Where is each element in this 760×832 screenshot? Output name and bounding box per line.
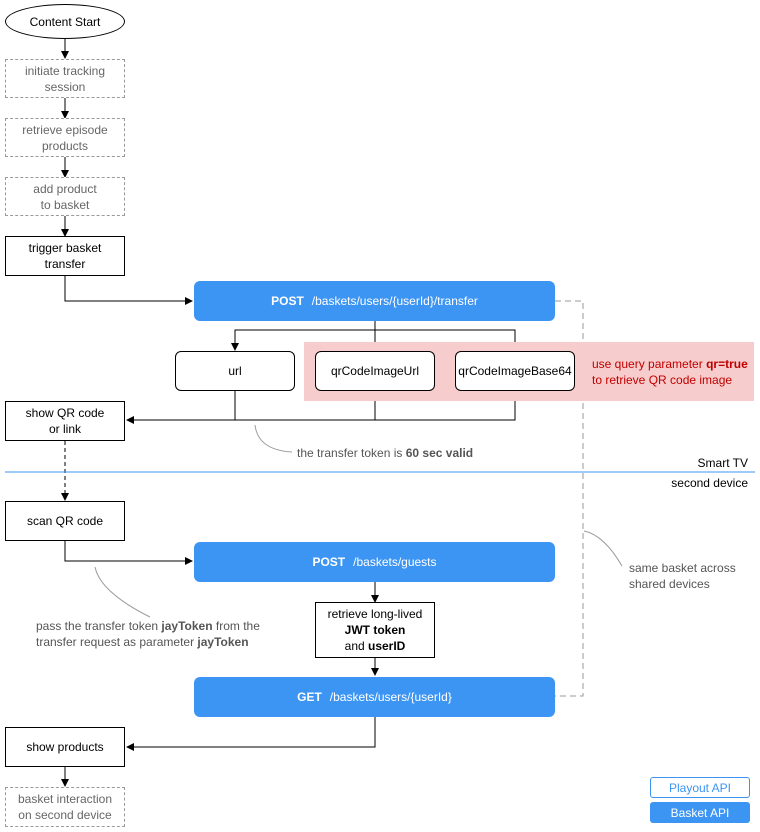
legend-playout-api: Playout API [650,777,750,798]
qr-image-url-response: qrCodeImageUrl [315,351,435,391]
qr-image-base64-response: qrCodeImageBase64 [455,351,575,391]
scan-qr-step: scan QR code [5,501,125,541]
show-products-step: show products [5,727,125,767]
token-valid-note: the transfer token is 60 sec valid [297,446,474,460]
legend-basket-api: Basket API [650,802,750,823]
callout-pass-token [94,566,151,618]
guests-api-call: POST/baskets/guests [194,542,555,582]
content-start-node: Content Start [5,4,125,39]
qr-param-note: use query parameter qr=true to retrieve … [592,357,748,387]
edge-scan-guests [64,541,193,565]
get-basket-api-call: GET/baskets/users/{userId} [194,677,555,717]
edge-trigger-transfer [64,276,193,305]
lane-label-second-device: second device [671,476,748,490]
callout-token-valid [254,424,293,453]
pass-token-note: pass the transfer token jayToken from th… [36,619,260,649]
lane-label-smart-tv: Smart TV [697,456,748,470]
same-basket-note: same basket across shared devices [629,561,736,591]
url-response: url [175,351,295,391]
edge-get-showproducts [126,717,376,751]
transfer-api-call: POST/baskets/users/{userId}/transfer [194,281,555,321]
callout-same-basket [583,530,623,567]
edge-same-basket [555,300,584,697]
retrieve-jwt-step: retrieve long-lived JWT token and userID [315,602,435,658]
